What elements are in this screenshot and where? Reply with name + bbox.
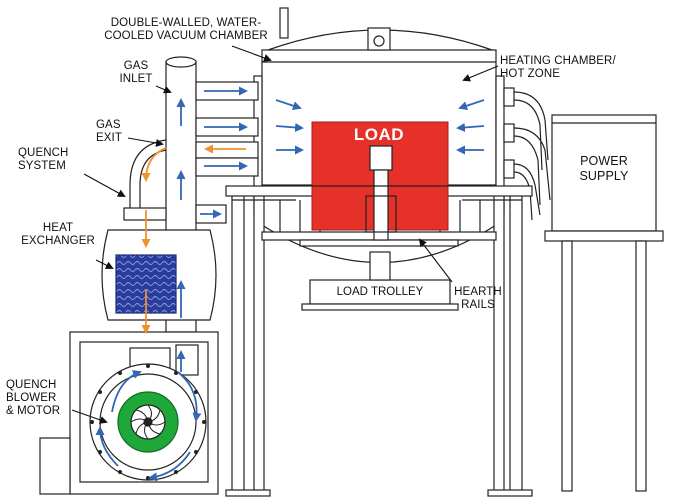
power-connections — [503, 87, 551, 221]
label-power-supply: POWER SUPPLY — [579, 154, 629, 183]
label-heating-chamber: HEATING CHAMBER/ HOT ZONE — [500, 55, 616, 80]
label-quench-system: QUENCH SYSTEM — [18, 147, 69, 172]
label-hearth-rails: HEARTH RAILS — [454, 286, 502, 311]
power-supply — [551, 114, 657, 232]
top-vent — [279, 7, 289, 39]
label-vacuum-chamber: DOUBLE-WALLED, WATER- COOLED VACUUM CHAM… — [104, 17, 268, 42]
label-quench-blower: QUENCH BLOWER & MOTOR — [6, 379, 61, 417]
leader-arrows — [71, 45, 499, 424]
label-heat-exchanger: HEAT EXCHANGER — [21, 222, 95, 247]
frame-left-outer — [231, 194, 245, 494]
gas-flow-orange — [141, 144, 246, 334]
load-trolley — [309, 279, 451, 305]
label-gas-inlet: GAS INLET — [119, 60, 153, 85]
label-load: LOAD — [353, 125, 405, 144]
load-center-post — [312, 145, 448, 241]
blower-bolts — [90, 364, 206, 480]
gas-flow-blue — [95, 86, 485, 482]
label-gas-exit: GAS EXIT — [96, 119, 122, 144]
label-load-trolley: LOAD TROLLEY — [336, 286, 424, 298]
frame-right-outer — [509, 194, 523, 494]
